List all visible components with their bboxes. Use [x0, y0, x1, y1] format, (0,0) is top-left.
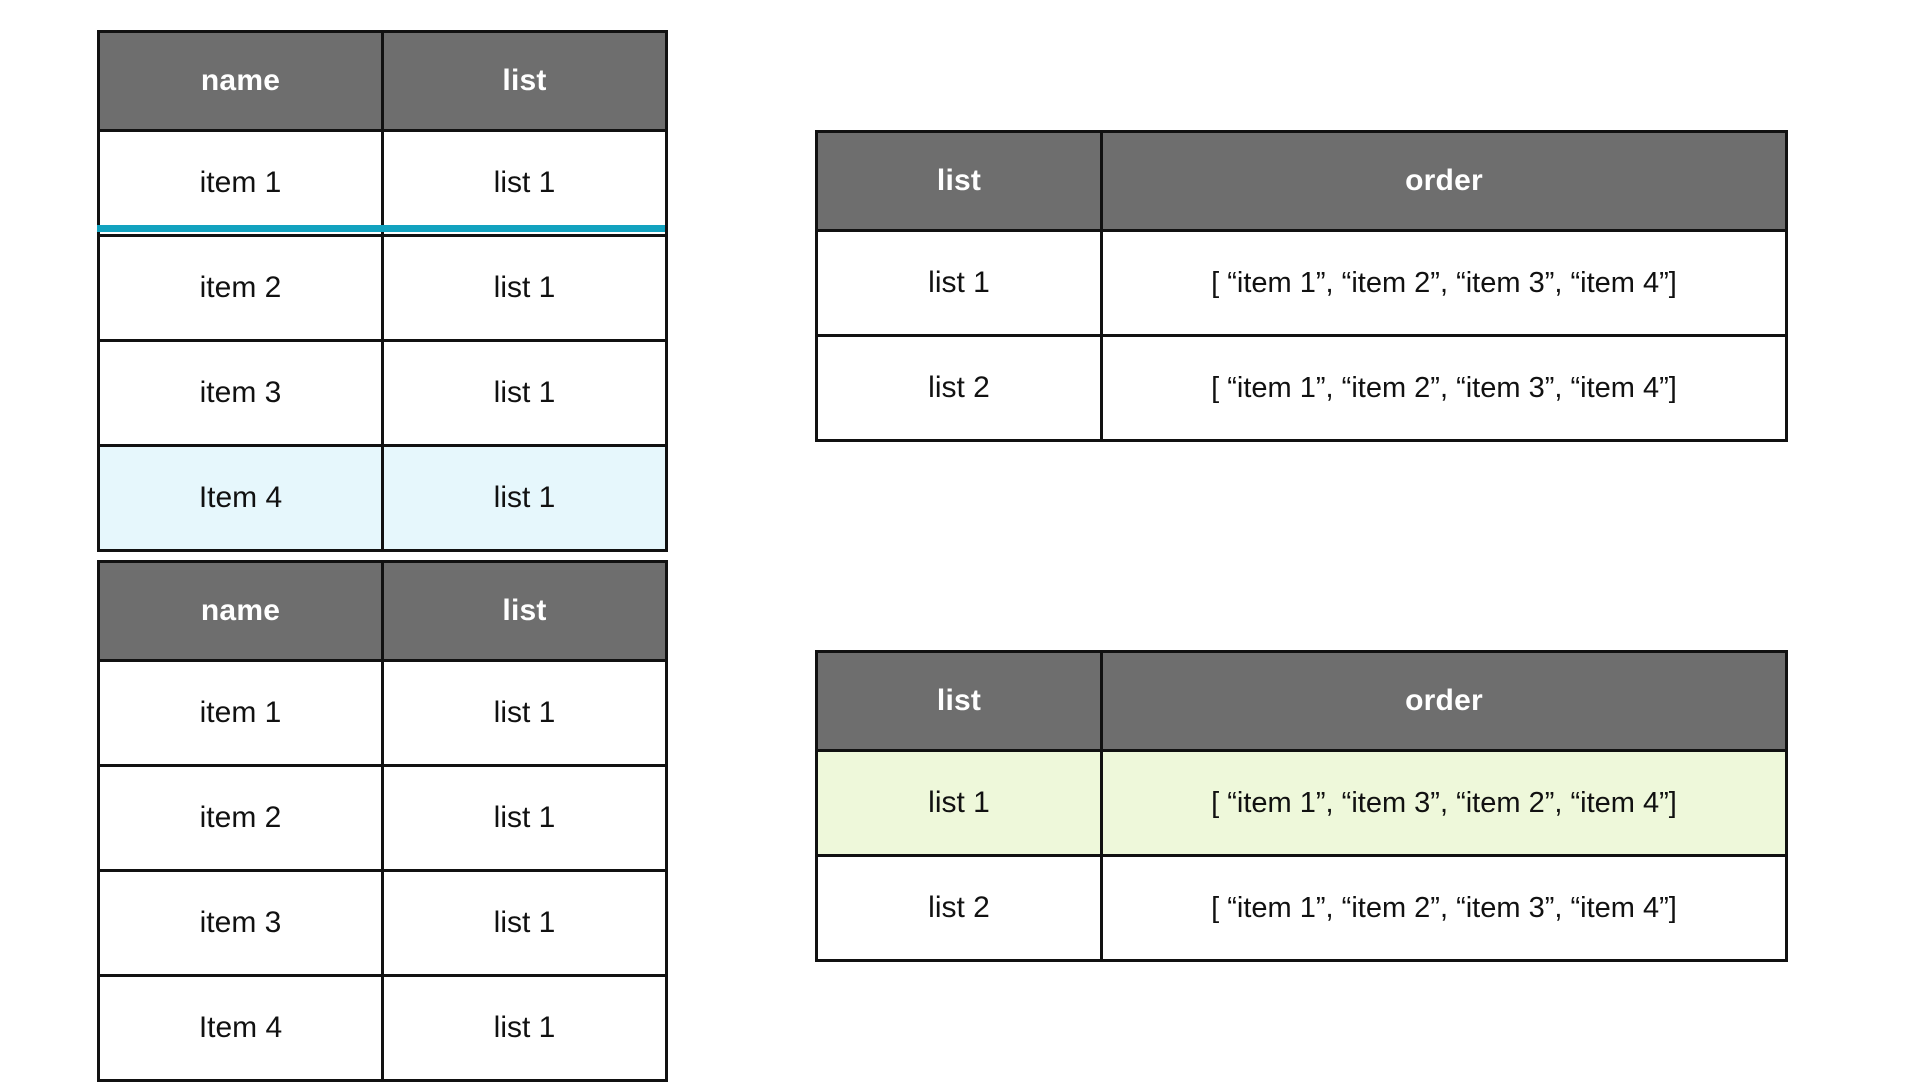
cell-order[interactable]: [ “item 1”, “item 2”, “item 3”, “item 4”…	[1100, 229, 1788, 337]
table-row[interactable]: Item 4 list 1	[97, 974, 668, 1082]
table-row[interactable]: item 1 list 1	[97, 659, 668, 767]
column-header-list[interactable]: list	[815, 650, 1103, 752]
table-row[interactable]: item 3 list 1	[97, 869, 668, 977]
table-row-selected[interactable]: Item 4 list 1	[97, 444, 668, 552]
column-header-list[interactable]: list	[381, 30, 668, 132]
cell-list[interactable]: list 1	[381, 764, 668, 872]
items-table-after[interactable]: name list item 1 list 1 item 2 list 1 it…	[97, 560, 668, 1082]
cell-order[interactable]: [ “item 1”, “item 2”, “item 3”, “item 4”…	[1100, 334, 1788, 442]
cell-list[interactable]: list 1	[381, 234, 668, 342]
table-header-row: list order	[815, 130, 1788, 232]
cell-name[interactable]: item 3	[97, 869, 384, 977]
table-row[interactable]: list 2 [ “item 1”, “item 2”, “item 3”, “…	[815, 854, 1788, 962]
table-row-updated[interactable]: list 1 [ “item 1”, “item 3”, “item 2”, “…	[815, 749, 1788, 857]
cell-list[interactable]: list 1	[381, 659, 668, 767]
cell-name[interactable]: Item 4	[97, 974, 384, 1082]
cell-list[interactable]: list 1	[381, 869, 668, 977]
column-header-list[interactable]: list	[381, 560, 668, 662]
cell-name[interactable]: Item 4	[97, 444, 384, 552]
table-row[interactable]: item 2 list 1	[97, 234, 668, 342]
cell-name[interactable]: item 2	[97, 764, 384, 872]
cell-list[interactable]: list 1	[815, 229, 1103, 337]
cell-name[interactable]: item 2	[97, 234, 384, 342]
cell-list[interactable]: list 1	[381, 339, 668, 447]
items-table-before[interactable]: name list item 1 list 1 item 2 list 1 it…	[97, 30, 668, 552]
table-row[interactable]: item 1 list 1	[97, 129, 668, 237]
order-table-after[interactable]: list order list 1 [ “item 1”, “item 3”, …	[815, 650, 1788, 962]
cell-list[interactable]: list 1	[381, 444, 668, 552]
cell-list[interactable]: list 2	[815, 854, 1103, 962]
column-header-name[interactable]: name	[97, 30, 384, 132]
cell-order[interactable]: [ “item 1”, “item 2”, “item 3”, “item 4”…	[1100, 854, 1788, 962]
table-row[interactable]: list 2 [ “item 1”, “item 2”, “item 3”, “…	[815, 334, 1788, 442]
table-row[interactable]: item 3 list 1	[97, 339, 668, 447]
cell-order[interactable]: [ “item 1”, “item 3”, “item 2”, “item 4”…	[1100, 749, 1788, 857]
table-header-row: name list	[97, 560, 668, 662]
cell-list[interactable]: list 1	[381, 129, 668, 237]
table-header-row: list order	[815, 650, 1788, 752]
column-header-name[interactable]: name	[97, 560, 384, 662]
cell-list[interactable]: list 2	[815, 334, 1103, 442]
table-row[interactable]: item 2 list 1	[97, 764, 668, 872]
cell-name[interactable]: item 3	[97, 339, 384, 447]
column-header-order[interactable]: order	[1100, 130, 1788, 232]
cell-list[interactable]: list 1	[815, 749, 1103, 857]
cell-list[interactable]: list 1	[381, 974, 668, 1082]
column-header-list[interactable]: list	[815, 130, 1103, 232]
column-header-order[interactable]: order	[1100, 650, 1788, 752]
cell-name[interactable]: item 1	[97, 129, 384, 237]
table-row[interactable]: list 1 [ “item 1”, “item 2”, “item 3”, “…	[815, 229, 1788, 337]
order-table-before[interactable]: list order list 1 [ “item 1”, “item 2”, …	[815, 130, 1788, 442]
cell-name[interactable]: item 1	[97, 659, 384, 767]
table-header-row: name list	[97, 30, 668, 132]
